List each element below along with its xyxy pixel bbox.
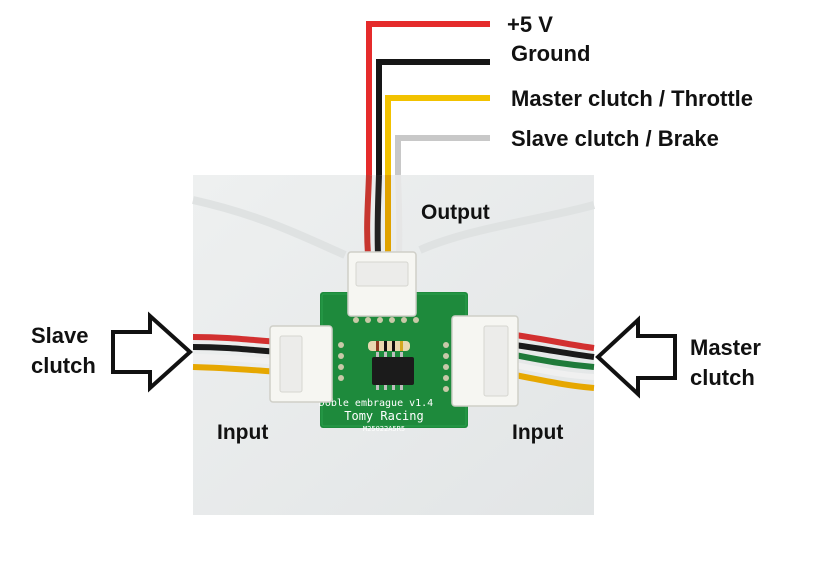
label-5v: +5 V (507, 12, 553, 37)
label-slave-brake: Slave clutch / Brake (511, 126, 719, 151)
label-ground: Ground (511, 41, 591, 66)
pcb-brand: Tomy Racing (344, 409, 423, 423)
master-line2: clutch (690, 365, 755, 391)
label-master-clutch: Master clutch (690, 335, 761, 392)
slave-line2: clutch (31, 353, 96, 379)
wire-black (376, 59, 490, 175)
slave-line1: Slave (31, 323, 89, 348)
right-input-wires (514, 332, 595, 391)
label-input-right: Input (512, 421, 564, 444)
arrow-left-icon (595, 315, 677, 399)
label-master-throttle: Master clutch / Throttle (511, 86, 754, 111)
pcb-name: Doble embrague v1.4 (319, 398, 433, 409)
wire-red (366, 21, 490, 175)
output-connector (347, 251, 417, 317)
right-input-connector (451, 315, 519, 407)
left-input-connector (269, 325, 333, 403)
pcb-serial: M25022A5R5 (363, 425, 405, 433)
wire-yellow (385, 95, 490, 175)
label-slave-clutch: Slave clutch (31, 323, 96, 380)
label-input-left: Input (217, 421, 269, 444)
arrow-right-icon (111, 311, 193, 393)
master-line1: Master (690, 335, 761, 360)
wire-gray (395, 135, 490, 175)
output-wires (192, 21, 596, 259)
label-output: Output (421, 201, 490, 224)
